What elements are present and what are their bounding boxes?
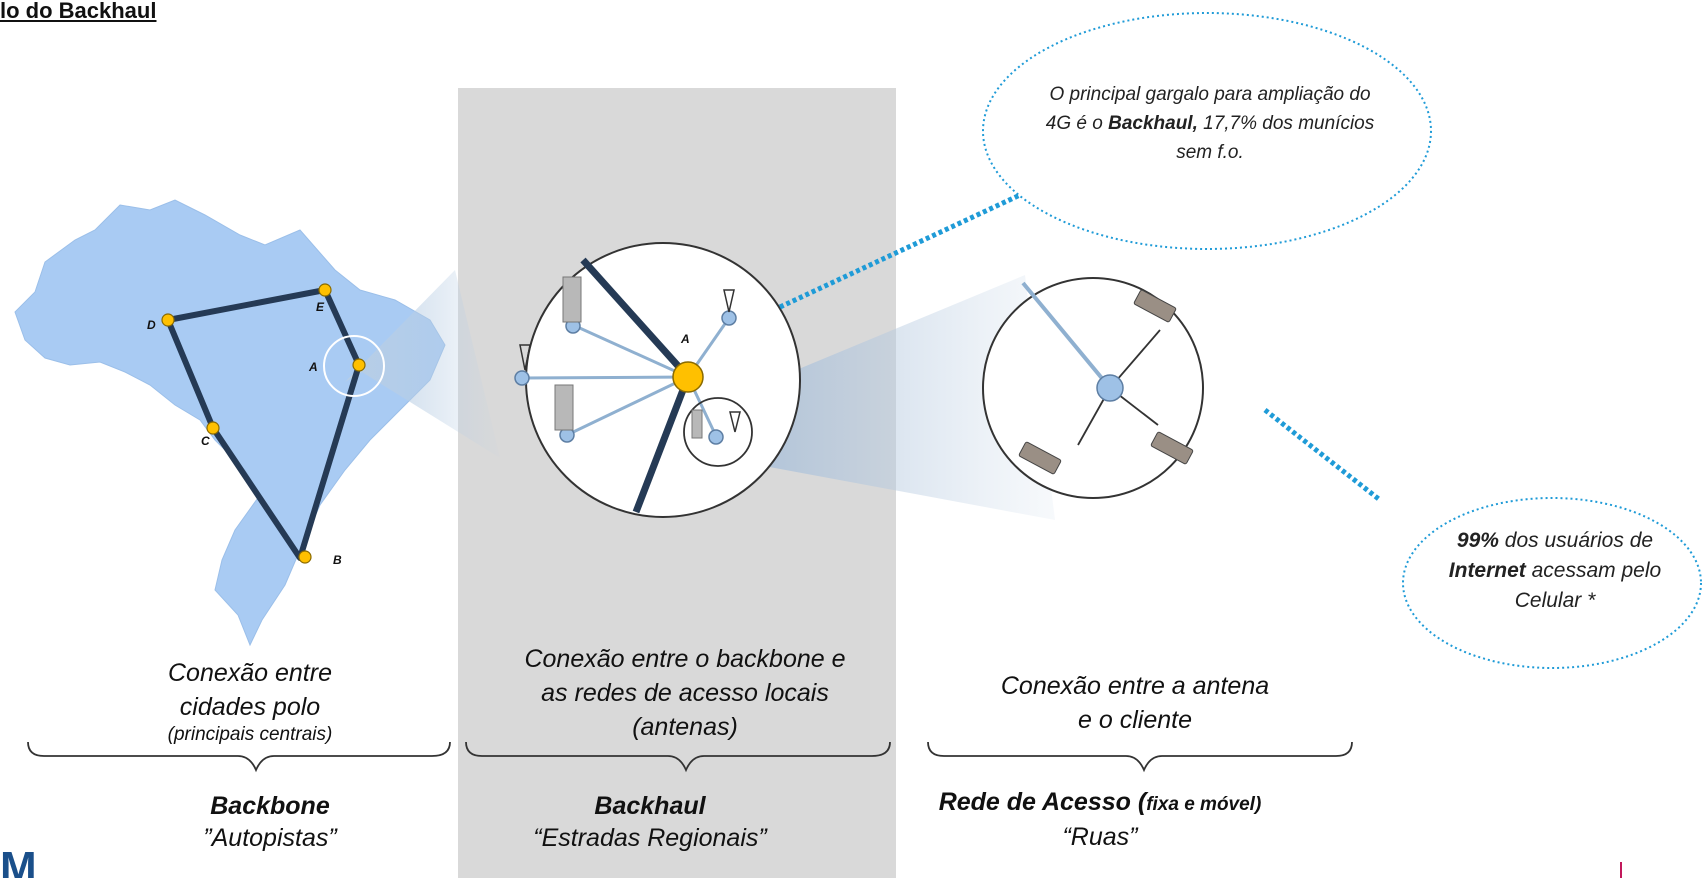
caption-backhaul: Conexão entre o backbone e as redes de a… [524,645,846,741]
callout-pointer-right [1263,408,1382,502]
caption-backbone: Conexão entre cidades polo (principais c… [167,659,333,745]
map-zoom-circle [323,335,385,397]
backhaul-node-label: A [681,332,690,346]
node-label-b: B [333,553,342,567]
page-title: lo do Backhaul [0,0,157,23]
zoom-beam-access [700,275,1055,520]
callout-top-line2: 4G é o Backhaul, 17,7% dos munícios [1045,113,1375,134]
brace-backbone [27,741,451,773]
node-label-a: A [309,360,318,374]
zoom-beam-backhaul [345,270,500,458]
tier-access: Rede de Acesso (fixa e móvel) “Ruas” [900,786,1300,853]
callout-top-text: O principal gargalo para ampliação do 4G… [1000,80,1420,167]
brazil-map [14,199,446,647]
tier-access-name: Rede de Acesso (fixa e móvel) [938,788,1262,816]
callout-top-line3: sem f.o. [1176,142,1244,163]
brace-backhaul [465,741,891,773]
access-hub [1096,374,1124,402]
caption-access: Conexão entre a antena e o cliente [1000,672,1270,734]
callout-top-line1: O principal gargalo para ampliação do [1049,84,1371,105]
backhaul-hub [672,361,704,393]
callout-right-text: 99% dos usuários de Internet acessam pel… [1410,526,1700,616]
tier-backbone: Backbone ”Autopistas” [203,792,337,852]
tier-backhaul: Backhaul “Estradas Regionais” [533,792,767,852]
node-label-c: C [201,434,210,448]
callout-top-bubble [982,12,1432,250]
callout-right-line2: Internet acessam pelo [1448,559,1662,582]
node-label-d: D [147,318,156,332]
callout-right-bubble [1402,497,1702,669]
callout-right-line1: 99% dos usuários de [1456,529,1654,552]
brace-access [927,741,1353,773]
edge-mark [1620,862,1622,878]
backbone-route [165,287,362,561]
access-zoom-circle [982,277,1204,499]
callout-right-line3: Celular * [1514,589,1596,612]
subnet-circle [683,397,753,467]
brand-logo-fragment: M [0,846,37,878]
node-label-e: E [316,300,325,314]
callout-pointer-top [778,185,1037,310]
